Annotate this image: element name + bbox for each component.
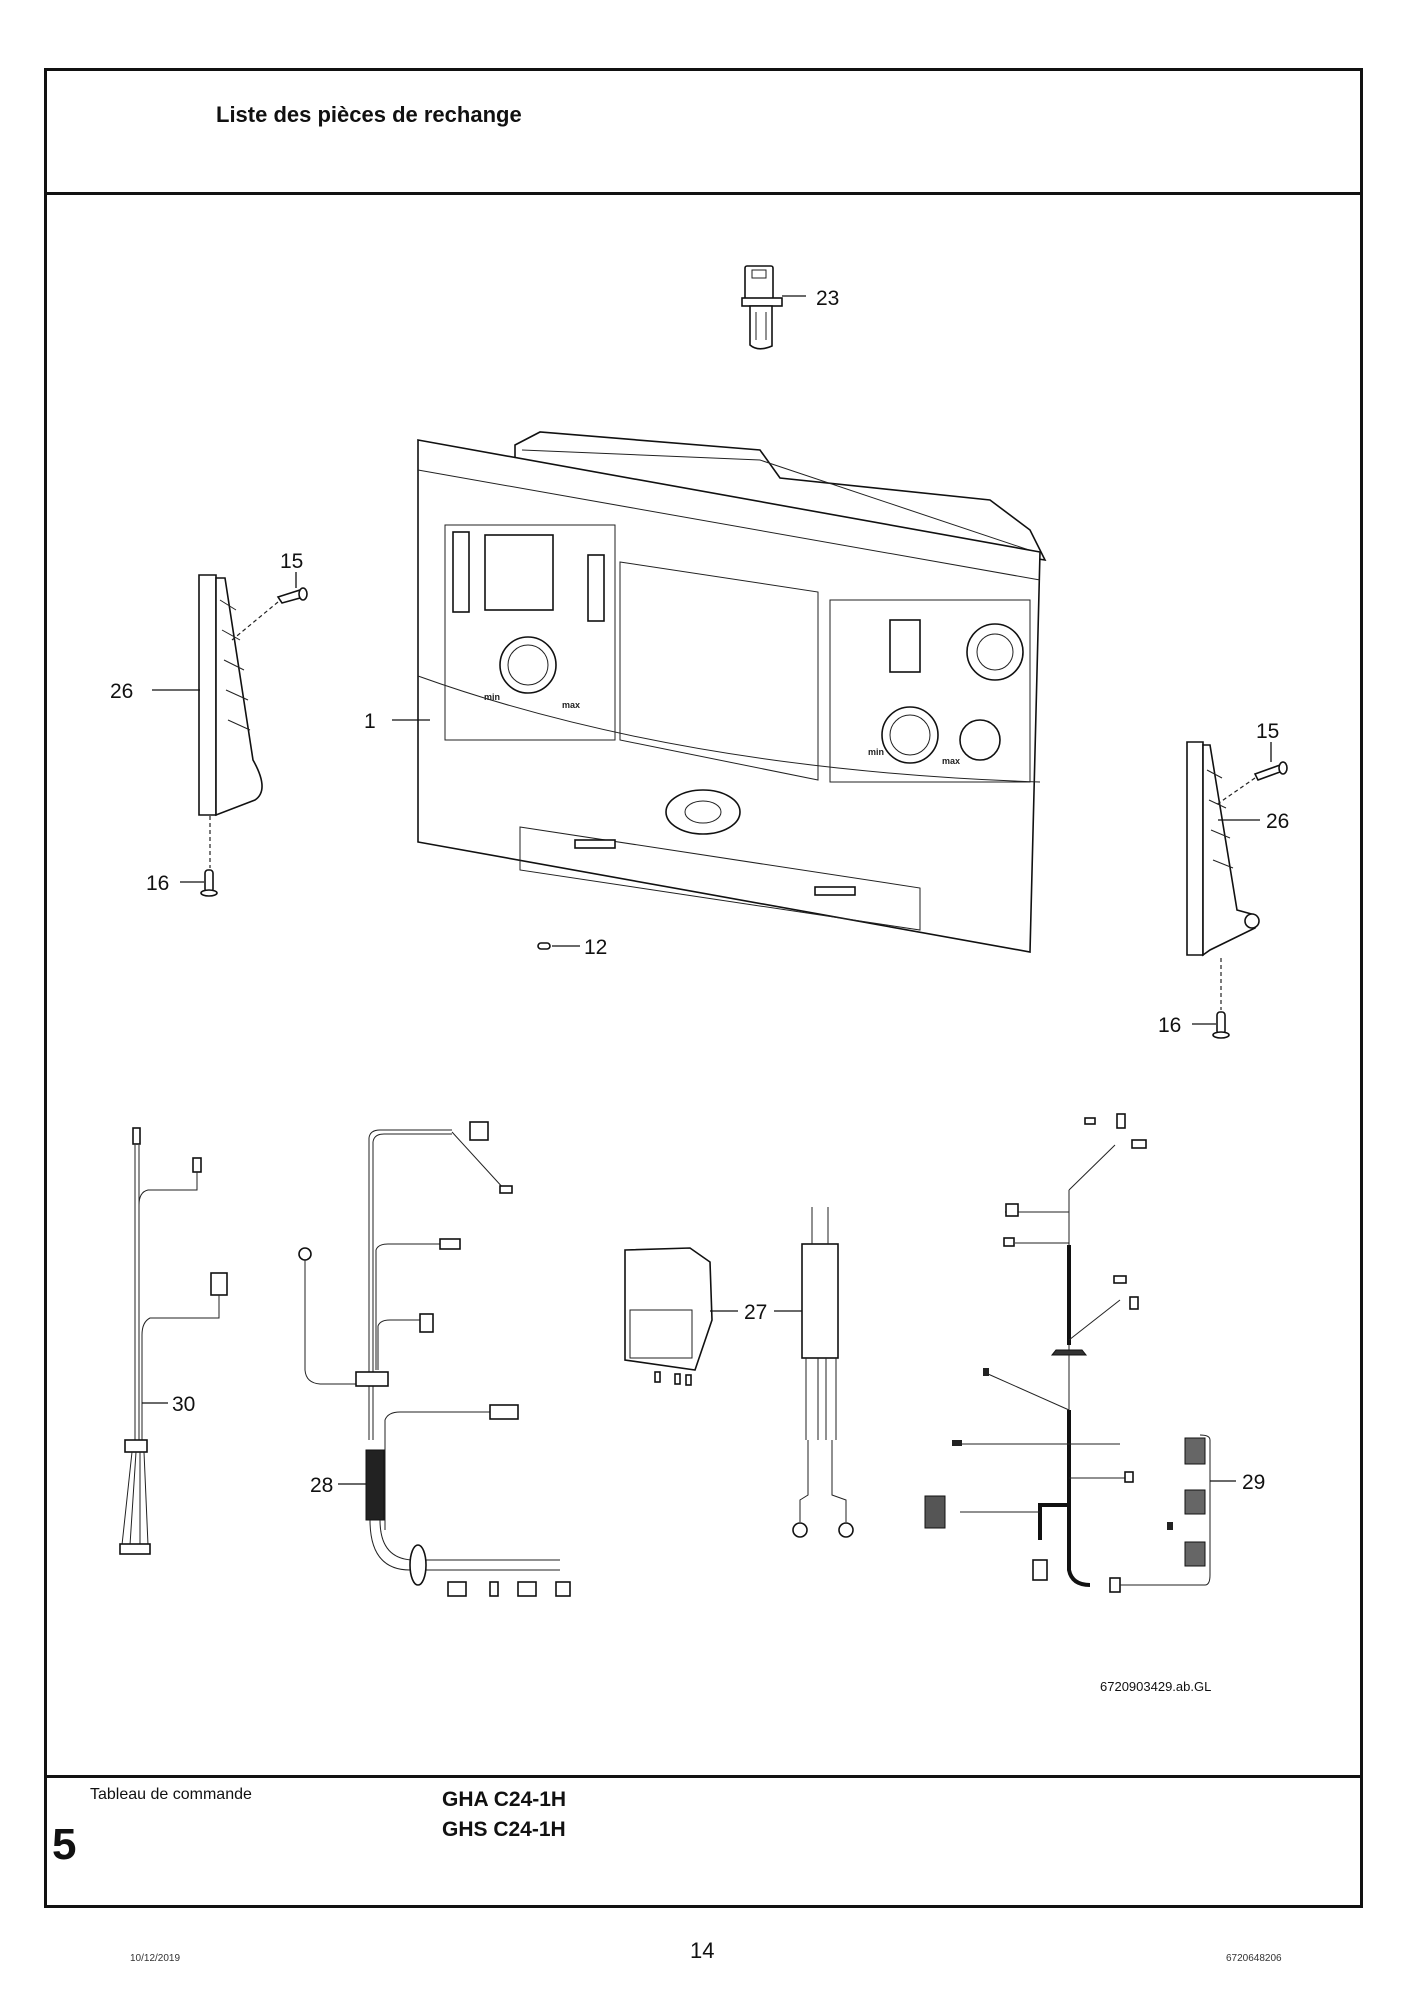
callout-16-left: 16 [146,872,169,895]
callout-30: 30 [172,1393,195,1416]
bracket-left-part-26 [198,574,263,817]
max-label-left: max [562,700,580,710]
fuse-part-12 [537,942,551,950]
connector-part-23 [741,265,783,350]
screw-left-part-15 [276,587,308,604]
min-label-right: min [868,747,884,757]
page-number: 14 [690,1938,715,1963]
callout-26-right: 26 [1266,810,1289,833]
callout-28: 28 [310,1474,333,1497]
footer-date: 10/12/2019 [130,1953,181,1964]
bracket-right-part-26 [1186,741,1260,957]
model-name: GHA C24-1H [442,1788,567,1811]
callout-15-left: 15 [280,550,303,573]
harness-part-30 [119,1127,228,1555]
pin-right-part-16 [1212,1011,1230,1039]
callout-29: 29 [1242,1471,1265,1494]
callout-1: 1 [364,710,376,733]
section-label: Tableau de commande [90,1786,252,1803]
model-name: GHS C24-1H [442,1818,566,1841]
harness-part-28 [298,1121,571,1597]
callout-12: 12 [584,936,607,959]
callout-26-left: 26 [110,680,133,703]
figure-reference: 6720903429.ab.GL [1100,1679,1212,1694]
header-divider [44,192,1363,195]
callout-16-right: 16 [1158,1014,1181,1037]
document-number: 6720648206 [1226,1953,1282,1964]
callout-15-right: 15 [1256,720,1279,743]
page-title: Liste des pièces de rechange [216,102,522,127]
callout-23: 23 [816,287,839,310]
pin-left-part-16 [200,869,218,897]
screw-right-part-15 [1253,761,1288,781]
max-label-right: max [942,756,960,766]
control-panel-part-1: min max min max [417,431,1047,953]
footer-divider [44,1775,1363,1778]
harness-part-29 [924,1113,1211,1593]
ignition-cable-part-27 [792,1207,854,1538]
callout-27: 27 [744,1301,767,1324]
transformer-part-27 [624,1247,713,1386]
section-number: 5 [52,1820,77,1869]
page-frame [44,68,1363,1908]
min-label-left: min [484,692,500,702]
